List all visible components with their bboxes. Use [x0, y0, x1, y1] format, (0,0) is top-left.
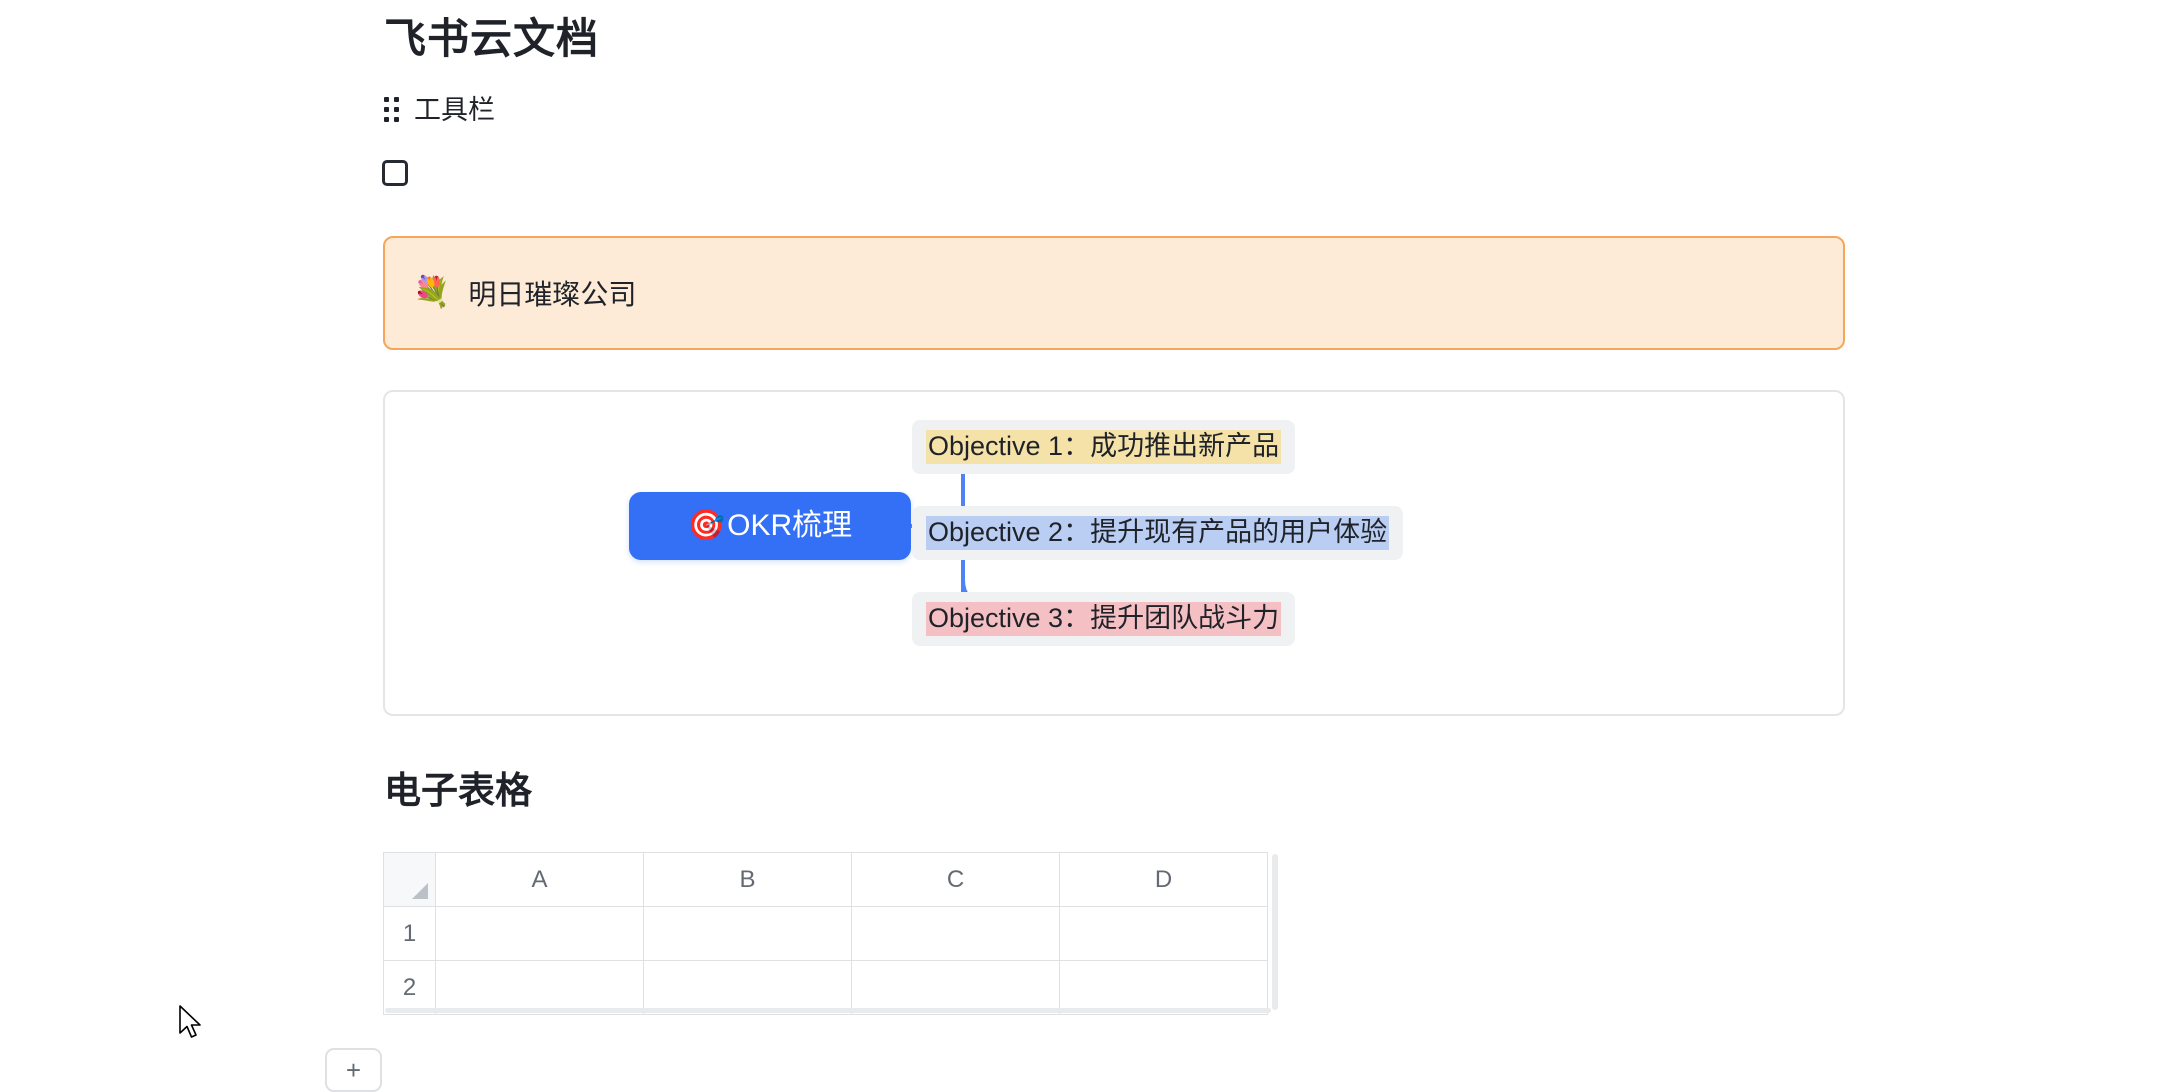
drag-dot	[384, 117, 389, 122]
spreadsheet-vertical-scrollbar[interactable]	[1272, 854, 1278, 1010]
todo-checkbox[interactable]	[382, 160, 408, 186]
spreadsheet-grid[interactable]: A B C D 1 2	[383, 852, 1268, 1015]
cell-a1[interactable]	[435, 906, 644, 961]
mindmap-root-label: OKR梳理	[727, 509, 853, 542]
mindmap-node-objective-3[interactable]: Objective 3：提升团队战斗力	[912, 592, 1296, 646]
todo-block[interactable]	[382, 160, 408, 186]
mindmap-node-objective-1[interactable]: Objective 1：成功推出新产品	[912, 420, 1296, 474]
table-row: 1	[383, 906, 1268, 961]
cell-c2[interactable]	[851, 960, 1060, 1015]
drag-dot	[394, 97, 399, 102]
page-title: 飞书云文档	[384, 15, 600, 62]
callout-block[interactable]: 💐 明日璀璨公司	[383, 236, 1845, 350]
drag-dot	[384, 107, 389, 112]
cell-b2[interactable]	[643, 960, 852, 1015]
spreadsheet-horizontal-scrollbar[interactable]	[385, 1008, 1271, 1013]
add-block-button[interactable]: +	[325, 1048, 382, 1092]
document-page: 飞书云文档 工具栏 💐 明日璀璨公司	[179, 15, 1845, 1092]
spreadsheet-heading: 电子表格	[384, 770, 532, 811]
cell-d1[interactable]	[1059, 906, 1268, 961]
toolbar-block[interactable]: 工具栏	[384, 93, 495, 127]
column-header-a[interactable]: A	[435, 852, 644, 907]
row-header-2[interactable]: 2	[383, 960, 436, 1015]
drag-handle-icon[interactable]	[384, 97, 400, 123]
cell-a2[interactable]	[435, 960, 644, 1015]
bouquet-emoji: 💐	[413, 276, 451, 309]
mindmap-root-node[interactable]: 🎯 OKR梳理	[629, 492, 911, 560]
corner-triangle	[412, 883, 428, 899]
target-emoji: 🎯	[687, 509, 726, 542]
drag-dot	[394, 107, 399, 112]
mindmap-block[interactable]: 🎯 OKR梳理 Objective 1：成功推出新产品 Objective 2：…	[383, 390, 1845, 716]
cell-b1[interactable]	[643, 906, 852, 961]
column-header-c[interactable]: C	[851, 852, 1060, 907]
row-header-1[interactable]: 1	[383, 906, 436, 961]
drag-dot	[384, 97, 389, 102]
mindmap-node-label: Objective 1：成功推出新产品	[926, 430, 1282, 464]
cell-d2[interactable]	[1059, 960, 1268, 1015]
mindmap-node-objective-2[interactable]: Objective 2：提升现有产品的用户体验	[912, 506, 1404, 560]
mouse-cursor	[179, 1005, 201, 1038]
toolbar-label: 工具栏	[414, 94, 495, 125]
mindmap-node-label: Objective 3：提升团队战斗力	[926, 602, 1282, 636]
drag-dot	[394, 117, 399, 122]
table-row: 2	[383, 960, 1268, 1015]
mindmap-node-label: Objective 2：提升现有产品的用户体验	[926, 516, 1390, 550]
spreadsheet-header-row: A B C D	[383, 852, 1268, 907]
select-all-triangle-icon[interactable]	[383, 852, 436, 907]
column-header-d[interactable]: D	[1059, 852, 1268, 907]
cell-c1[interactable]	[851, 906, 1060, 961]
column-header-b[interactable]: B	[643, 852, 852, 907]
callout-text: 明日璀璨公司	[468, 279, 637, 310]
